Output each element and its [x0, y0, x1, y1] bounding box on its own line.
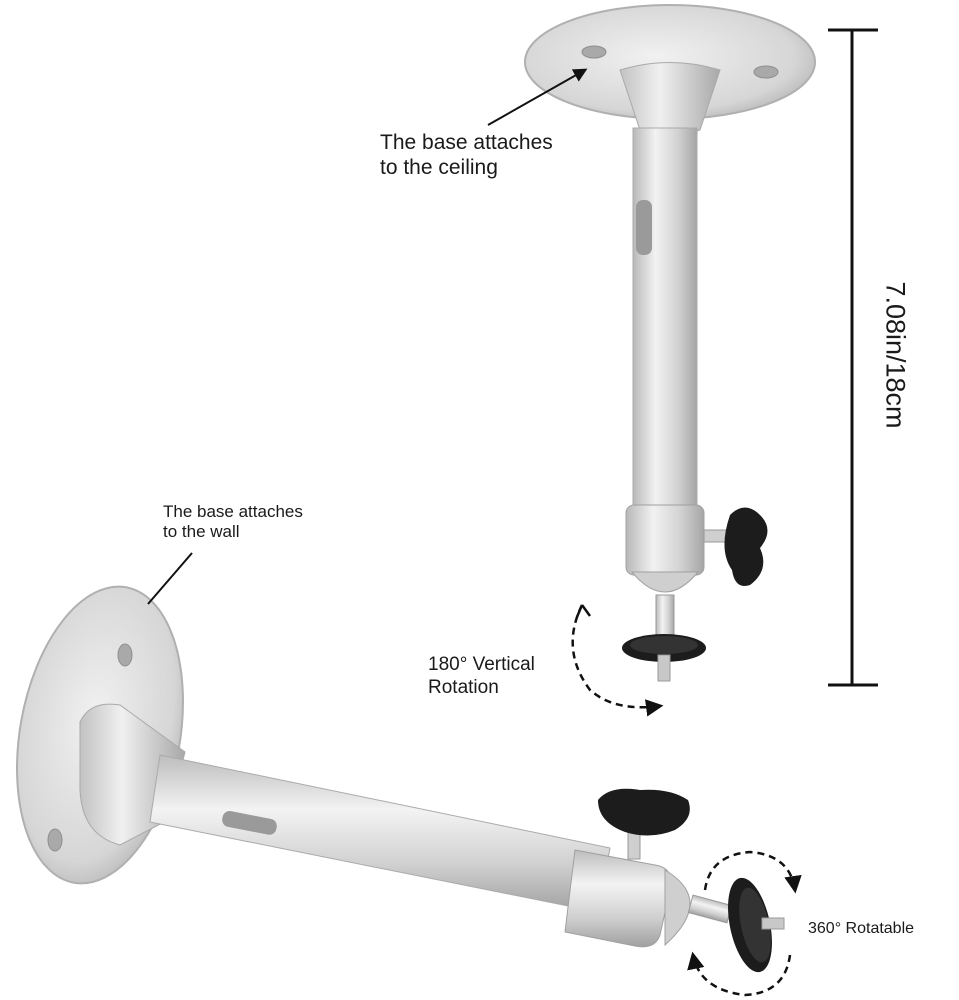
ceiling-cone [619, 62, 721, 136]
rotation-arrow-360-top [703, 850, 802, 894]
dimension-line [828, 28, 878, 687]
wall-base-hole [117, 643, 133, 667]
ceiling-joint [625, 504, 705, 576]
wall-pointer-line [147, 552, 193, 605]
wall-mount [16, 585, 785, 973]
rotatable-label: 360° Rotatable [808, 920, 915, 937]
wall-label-line1: The base attaches [163, 502, 303, 521]
rotation-arrow-vertical [571, 604, 664, 717]
wall-stem [687, 894, 733, 924]
ceiling-mount [524, 4, 816, 682]
wall-thread [761, 917, 785, 930]
ceiling-label: The base attaches to the ceiling [380, 130, 553, 180]
wall-tube [149, 754, 611, 913]
wall-knob [598, 788, 690, 836]
ceiling-base-hole [581, 45, 607, 59]
rotation-arrow-vertical-start [575, 604, 592, 618]
wall-label-line2: to the wall [163, 522, 240, 542]
ceiling-knob [724, 507, 768, 586]
vertical-rotation-line1: 180° Vertical [428, 654, 535, 675]
wall-joint [564, 849, 672, 948]
dimension-label: 7.08in/18cm [880, 281, 911, 429]
ceiling-label-line1: The base attaches [380, 131, 553, 154]
wall-label: The base attaches to the wall [163, 502, 303, 543]
wall-tube-slot [222, 811, 277, 835]
ceiling-pointer-line [487, 68, 588, 126]
ceiling-base-hole [753, 65, 779, 79]
wall-base-hole [47, 828, 63, 852]
ceiling-tube-slot [636, 200, 652, 255]
vertical-rotation-line2: Rotation [428, 676, 499, 698]
ceiling-thread [657, 654, 671, 682]
ceiling-ball [630, 571, 700, 593]
wall-mount-disc-face [739, 887, 771, 963]
wall-ball [664, 869, 691, 947]
ceiling-stem [655, 594, 675, 636]
ceiling-tube [632, 127, 698, 519]
ceiling-label-line2: to the ceiling [380, 156, 498, 180]
rotation-arrow-360-bottom [687, 951, 792, 997]
ceiling-mount-disc-face [630, 636, 698, 654]
vertical-rotation-label: 180° Vertical Rotation [428, 654, 535, 700]
